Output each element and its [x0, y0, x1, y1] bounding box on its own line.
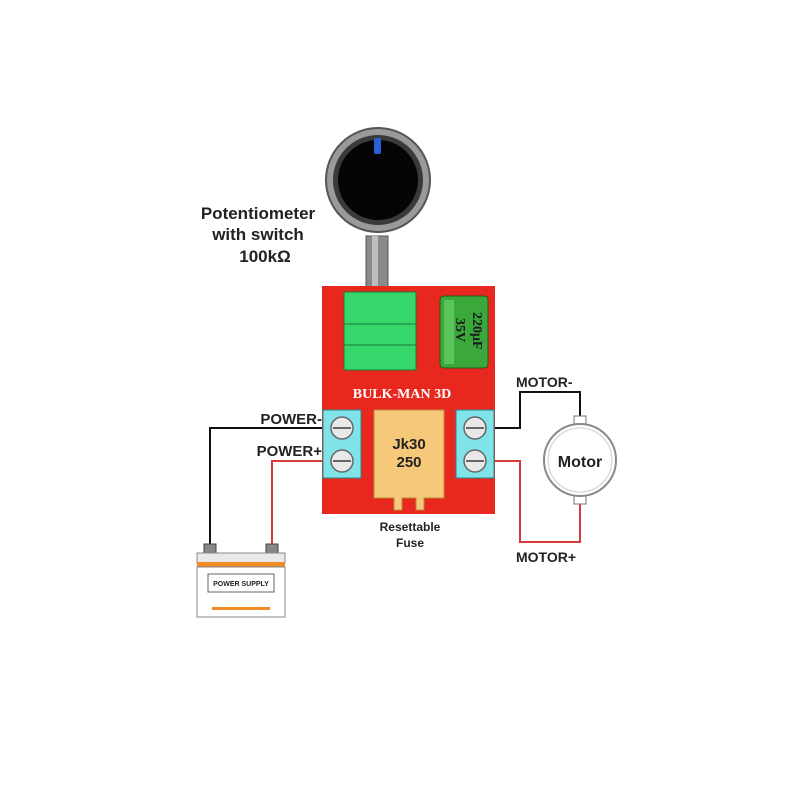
switch-block-bottom: [343, 323, 417, 371]
switch-block-top: [343, 291, 417, 325]
battery-lid: [196, 552, 286, 564]
pot-label-line3: 100kΩ: [239, 247, 290, 266]
motor-label: Motor: [558, 454, 602, 471]
fuse-code-line2: 250: [396, 454, 421, 471]
capacitor-value: 220μF: [469, 312, 484, 350]
pot-label-line1: Potentiometer: [201, 204, 316, 223]
wire-power-positive: [271, 460, 322, 548]
motor-negative-label: MOTOR-: [516, 374, 573, 390]
power-supply-label: POWER SUPPLY: [213, 581, 269, 588]
wires: [209, 391, 581, 548]
potentiometer: [325, 127, 431, 295]
resettable-fuse: [373, 409, 445, 511]
knob-indicator: [374, 138, 381, 154]
wire-power-negative: [209, 427, 322, 548]
pot-label-line2: with switch: [211, 225, 304, 244]
brand-label: BULK-MAN 3D: [353, 387, 451, 402]
pot-knob: [338, 140, 418, 220]
controller-board: 220μF 35V BULK-MAN 3D Jk30 250: [322, 286, 495, 514]
motor-positive-label: MOTOR+: [516, 549, 576, 565]
fuse-code-line1: Jk30: [392, 436, 425, 453]
motor-body: [543, 423, 617, 497]
pot-shaft-highlight: [372, 236, 378, 294]
power-supply: POWER SUPPLY: [196, 543, 286, 618]
power-positive-label: POWER+: [257, 443, 323, 460]
fuse-caption-line2: Fuse: [396, 536, 424, 550]
battery-stripe: [197, 562, 285, 567]
motor: Motor: [543, 415, 617, 505]
fuse-caption-line1: Resettable: [380, 520, 441, 534]
wire-motor-negative: [495, 391, 581, 429]
capacitor-voltage: 35V: [452, 318, 467, 342]
power-negative-label: POWER-: [260, 411, 322, 428]
wire-motor-positive: [495, 460, 581, 543]
